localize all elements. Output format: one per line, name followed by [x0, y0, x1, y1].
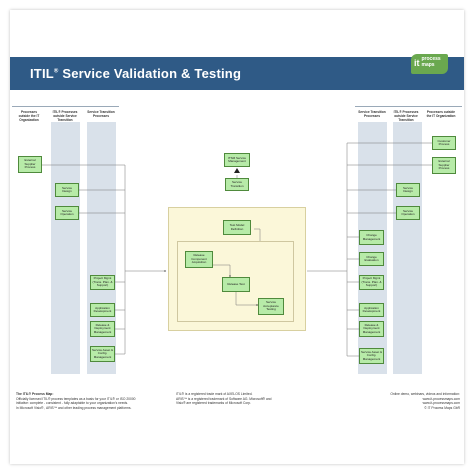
- application-development-box-left[interactable]: Application Development: [90, 303, 115, 317]
- project-mgmt-box-left[interactable]: Project Mgmt (Trans. Plan. & Support): [90, 275, 115, 290]
- right-header-top-rule: [355, 106, 462, 107]
- change-evaluation-box[interactable]: Change Evaluation: [359, 252, 384, 266]
- footer-left: The ITIL® Process Map: Officially licens…: [16, 392, 166, 410]
- service-acceptance-testing-box[interactable]: Service Acceptance Testing: [258, 298, 284, 315]
- release-deployment-box-left[interactable]: Release & Deployment Management: [90, 321, 115, 337]
- footer-middle: ITIL® is a registered trade mark of AXEL…: [176, 392, 316, 406]
- service-design-box-left[interactable]: Service Design: [55, 183, 79, 197]
- process-frame-inner: [177, 241, 294, 322]
- footer-left-line: initiative: complete - consistent - full…: [16, 401, 129, 406]
- external-supplier-process-box-right[interactable]: External Supplier Process: [432, 157, 456, 174]
- project-mgmt-box-right[interactable]: Project Mgmt (Trans. Plan. & Support): [359, 275, 384, 290]
- release-test-box[interactable]: Release Test: [222, 277, 250, 292]
- release-component-acquisition-box[interactable]: Release Component Acquisition: [185, 251, 213, 268]
- right-header-itil-outside: ITIL® Processes outside Service Transiti…: [393, 110, 419, 122]
- right-lane-itil-outside: [393, 122, 422, 374]
- service-design-box-right[interactable]: Service Design: [396, 183, 420, 197]
- service-operation-box-right[interactable]: Service Operation: [396, 206, 420, 220]
- external-supplier-process-box[interactable]: External Supplier Process: [18, 156, 42, 173]
- footer-right: Online demo, webinars, videos and inform…: [360, 392, 460, 410]
- left-header-transition: Service Transition Processes: [87, 110, 115, 118]
- page-title: ITIL® Service Validation & Testing: [30, 66, 242, 81]
- change-management-box[interactable]: Change Management: [359, 230, 384, 245]
- footer-copyright: © IT Process Maps GbR: [424, 405, 460, 410]
- service-transition-box[interactable]: Service Transition: [225, 178, 249, 191]
- footer-left-line: Officially licensed ITIL® process templa…: [16, 396, 136, 401]
- footer-right-line: Online demo, webinars, videos and inform…: [390, 392, 460, 396]
- left-header-outside-it: Processes outside the IT Organization: [18, 110, 40, 122]
- right-header-transition: Service Transition Processes: [358, 110, 386, 118]
- left-lane-itil-outside: [51, 122, 80, 374]
- footer-website-link[interactable]: www.it-processmaps.com: [422, 401, 460, 406]
- footer-website-link[interactable]: www.it-processmaps.com: [422, 396, 460, 401]
- footer-middle-line: Visio® are registered trademarks of Micr…: [176, 401, 252, 406]
- service-operation-box-left[interactable]: Service Operation: [55, 206, 79, 220]
- customer-process-box[interactable]: Customer Process: [432, 136, 456, 150]
- test-model-definition-box[interactable]: Test Model Definition: [223, 220, 251, 235]
- application-development-box-right[interactable]: Application Development: [359, 303, 384, 317]
- release-deployment-box-right[interactable]: Release & Deployment Management: [359, 321, 384, 337]
- footer-middle-line: ITIL® is a registered trade mark of AXEL…: [176, 392, 253, 396]
- right-header-outside-it: Processes outside the IT Organization: [426, 110, 456, 118]
- footer-middle-line: ARIS™ is a registered trademark of Softw…: [176, 396, 272, 401]
- left-header-itil-outside: ITIL® Processes outside Service Transiti…: [52, 110, 78, 122]
- it-service-management-box[interactable]: ITSM Service Management: [224, 153, 250, 167]
- title-banner: ITIL® Service Validation & Testing: [10, 57, 464, 90]
- it-process-maps-logo: it process maps: [411, 54, 448, 74]
- footer-left-line: In Microsoft Visio® , ARIS™ and other le…: [16, 405, 132, 410]
- asset-config-box-right[interactable]: Service Asset & Config. Management: [359, 348, 384, 364]
- asset-config-box-left[interactable]: Service Asset & Config. Management: [90, 346, 115, 362]
- footer-left-title: The ITIL® Process Map:: [16, 392, 54, 396]
- left-header-top-rule: [12, 106, 119, 107]
